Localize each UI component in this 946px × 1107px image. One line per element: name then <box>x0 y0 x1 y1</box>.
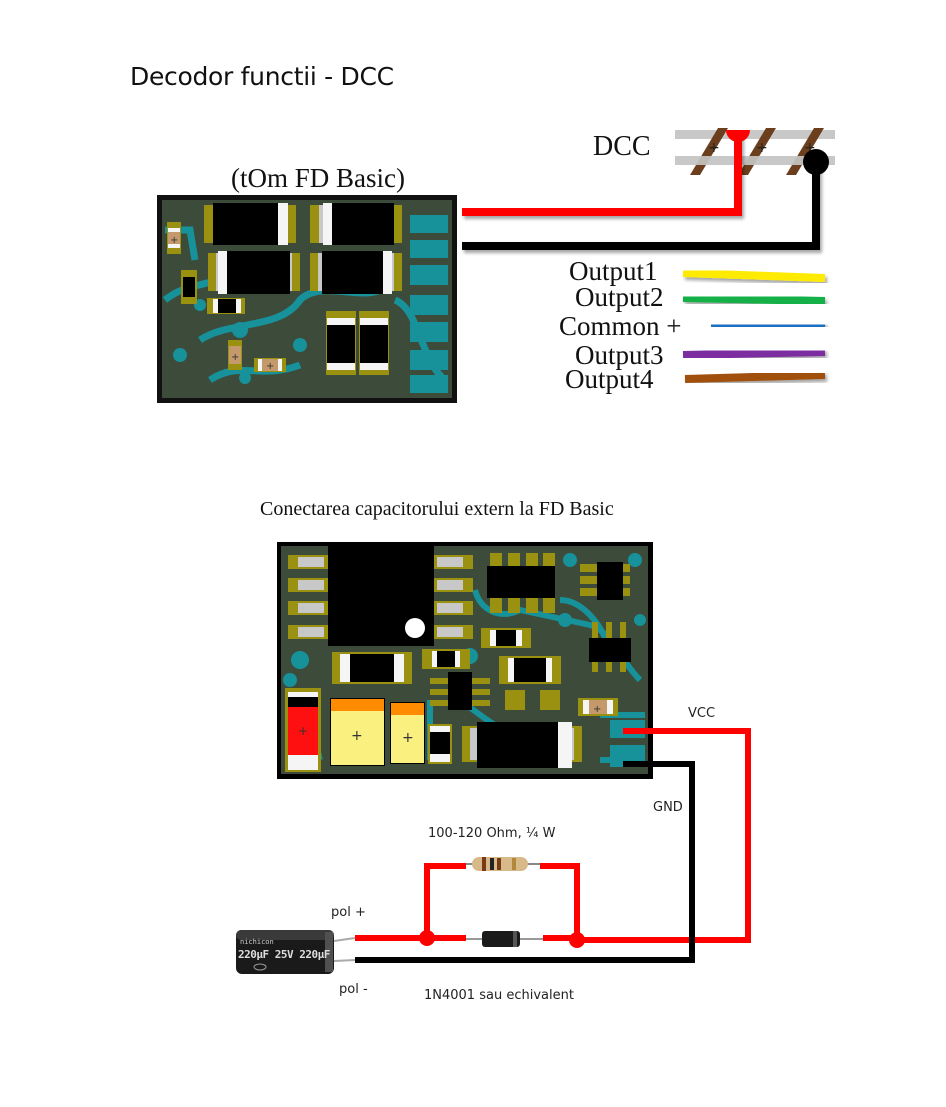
vcc-wire <box>577 728 751 943</box>
dcc-positive-wire <box>462 135 742 216</box>
page-title: Decodor functii - DCC <box>130 62 394 91</box>
resistor-label: 100-120 Ohm, ¼ W <box>428 826 556 841</box>
wire-label-output4: Output4 <box>565 364 654 394</box>
gnd-wire <box>355 761 695 963</box>
wire-output3-right <box>682 348 826 359</box>
svg-text:+: + <box>593 704 601 715</box>
svg-text:+: + <box>298 724 308 738</box>
wire-common-right <box>710 321 826 330</box>
junction-left <box>419 930 435 946</box>
svg-text:+: + <box>170 235 178 246</box>
svg-text:+: + <box>756 140 768 156</box>
capacitor-diagram-title: Conectarea capacitorului extern la FD Ba… <box>260 498 614 520</box>
capacitor-brand: nichicon <box>240 938 274 946</box>
svg-text:+: + <box>708 140 720 156</box>
dcc-negative-wire <box>462 162 820 250</box>
wire-label-common: Common + <box>559 311 682 341</box>
rail-track-icon: + + + <box>675 128 835 175</box>
resistor-icon <box>466 857 540 871</box>
wire-label-output2: Output2 <box>575 282 664 312</box>
svg-text:+: + <box>402 730 414 746</box>
pcb-fd-basic-bottom: + + + + <box>277 542 653 779</box>
svg-text:+: + <box>804 140 816 156</box>
rail-contact-positive <box>726 130 750 142</box>
diode-icon <box>466 931 543 947</box>
svg-text:+: + <box>351 728 363 744</box>
svg-text:+: + <box>266 361 274 372</box>
board-label: (tOm FD Basic) <box>231 163 405 193</box>
wire-output2-right <box>682 294 826 305</box>
pol-plus-label: pol + <box>331 905 366 920</box>
capacitor-value: 220µF 25V 220µF <box>238 948 330 961</box>
diode-label: 1N4001 sau echivalent <box>424 988 574 1003</box>
svg-text:+: + <box>231 352 239 363</box>
dcc-label: DCC <box>593 131 651 162</box>
vcc-label: VCC <box>688 706 716 721</box>
wire-label-output1: Output1 <box>569 256 658 286</box>
wire-output4-right <box>684 371 826 383</box>
electrolytic-capacitor-icon <box>236 930 356 974</box>
junction-right <box>569 932 585 948</box>
wire-label-output3: Output3 <box>575 340 664 370</box>
gnd-label: GND <box>653 800 683 815</box>
pcb-fd-basic-top: + + + <box>157 195 457 403</box>
pol-minus-label: pol - <box>339 982 368 997</box>
rail-contact-negative <box>803 149 829 175</box>
wire-output1-right <box>682 269 826 282</box>
positive-wire-network <box>355 863 580 941</box>
